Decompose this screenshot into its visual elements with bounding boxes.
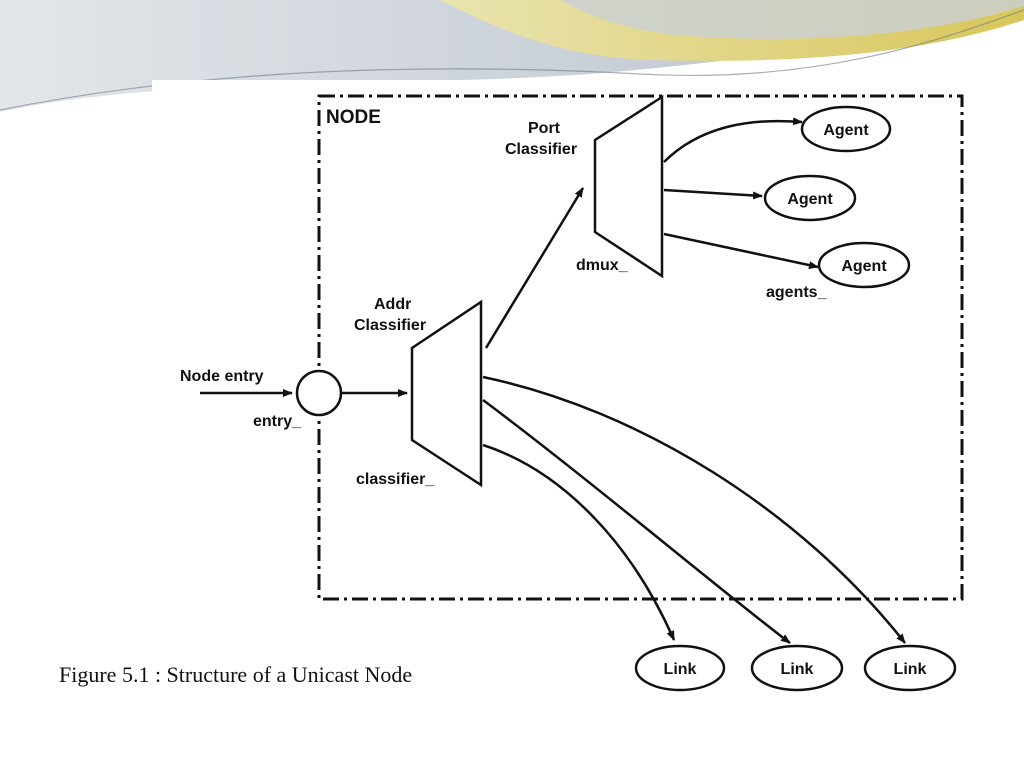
link-label-1: Link bbox=[664, 661, 697, 678]
addr-classifier-name: classifier_ bbox=[356, 471, 435, 488]
agent-ellipse-2 bbox=[763, 174, 857, 222]
port-to-agent-3-arrow bbox=[663, 232, 819, 270]
figure-panel bbox=[152, 80, 976, 700]
classifier-to-link-3-arrow bbox=[482, 375, 906, 644]
addr-classifier-label-line2: Classifier bbox=[354, 317, 426, 334]
link-label-2: Link bbox=[781, 661, 814, 678]
node-entry-label: Node entry bbox=[180, 368, 264, 385]
agent-ellipse-3 bbox=[817, 241, 911, 289]
port-classifier-shape bbox=[593, 94, 664, 279]
port-classifier-label-line1: Port bbox=[528, 120, 561, 137]
classifier-to-link-2-arrow bbox=[482, 398, 791, 644]
classifier-to-link-1-arrow bbox=[482, 443, 676, 641]
figure-caption: Figure 5.1 : Structure of a Unicast Node bbox=[59, 662, 413, 687]
link-ellipse-2 bbox=[750, 644, 844, 692]
addr-classifier-label-line1: Addr bbox=[374, 296, 411, 313]
agent-label-1: Agent bbox=[823, 122, 869, 139]
addr-classifier-shape bbox=[410, 299, 483, 488]
node-boundary bbox=[317, 94, 964, 601]
agents-label: agents_ bbox=[766, 284, 828, 301]
entry-label: entry_ bbox=[253, 413, 302, 430]
entry-circle bbox=[295, 369, 343, 417]
node-title: NODE bbox=[326, 107, 381, 128]
link-label-3: Link bbox=[894, 661, 927, 678]
classifier-to-port-arrow bbox=[484, 187, 585, 349]
link-ellipse-3 bbox=[863, 644, 957, 692]
port-classifier-name: dmux_ bbox=[576, 257, 629, 274]
port-to-agent-1-arrow bbox=[663, 117, 803, 163]
link-ellipse-1 bbox=[634, 644, 726, 692]
agent-ellipse-1 bbox=[800, 105, 892, 153]
agent-label-3: Agent bbox=[841, 258, 887, 275]
port-to-agent-2-arrow bbox=[663, 188, 763, 200]
agent-label-2: Agent bbox=[787, 191, 833, 208]
port-classifier-label-line2: Classifier bbox=[505, 141, 577, 158]
